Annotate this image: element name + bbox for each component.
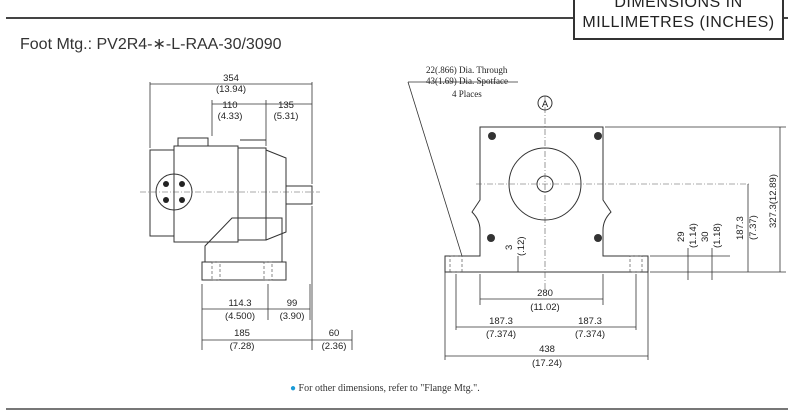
dim-327-value: 327.3(12.89)	[768, 174, 779, 228]
dim-280-inch: (11.02)	[530, 302, 559, 313]
side-port-bolt-2	[179, 181, 185, 187]
dim-99-value: 99	[287, 298, 298, 309]
dim-30-value: 30	[700, 231, 711, 242]
units-line-2: MILLIMETRES (INCHES)	[582, 14, 775, 31]
side-foot-hole-2	[263, 261, 273, 281]
dim-114-inch: (4.500)	[225, 311, 255, 322]
dim-110-inch: (4.33)	[218, 111, 243, 122]
side-pump-body	[173, 145, 239, 243]
dim-438-value: 438	[539, 344, 555, 355]
front-bracket-outline	[444, 126, 649, 273]
drawing-title: Foot Mtg.: PV2R4-∗-L-RAA-30/3090	[20, 36, 282, 53]
front-bolt-br	[594, 234, 602, 242]
units-box: DIMENSIONS IN MILLIMETRES (INCHES)	[573, 0, 784, 40]
front-bolt-bl	[487, 234, 495, 242]
front-foot-hole-left	[449, 255, 463, 273]
dim-29-value: 29	[676, 231, 687, 242]
dim-3-inch: (.12)	[516, 236, 527, 256]
hole-note-leader	[407, 81, 463, 257]
dim-185-inch: (7.28)	[230, 341, 255, 352]
hole-note-line-2: 43(1.69) Dia. Spotface	[426, 76, 508, 86]
hole-note-line-3: 4 Places	[452, 89, 482, 99]
bottom-rule	[6, 408, 788, 410]
units-line-1: DIMENSIONS IN	[614, 0, 743, 11]
footnote: ● For other dimensions, refer to "Flange…	[290, 383, 480, 394]
dim-30-inch: (1.18)	[712, 223, 723, 248]
dim-135-inch: (5.31)	[274, 111, 299, 122]
dim-354-value: 354	[223, 73, 239, 84]
side-bracket-web	[204, 217, 283, 262]
front-bolt-tl	[488, 132, 496, 140]
side-foot	[201, 261, 287, 281]
dim-187-right-value: 187.3	[578, 316, 602, 327]
side-pump-housing	[237, 147, 267, 241]
side-shaft	[285, 185, 313, 205]
front-bolt-tr	[594, 132, 602, 140]
footnote-text: For other dimensions, refer to "Flange M…	[298, 383, 480, 394]
dim-187-right-inch: (7.374)	[575, 329, 605, 340]
dim-135-value: 135	[278, 100, 294, 111]
dim-29-inch: (1.14)	[688, 223, 699, 248]
dim-185-value: 185	[234, 328, 250, 339]
side-view: 354 (13.94) 110 (4.33) 135 (5.31) 114.3 …	[140, 73, 353, 352]
side-flange-plate	[149, 149, 175, 237]
side-top-boss	[177, 137, 209, 147]
dim-187-left-value: 187.3	[489, 316, 513, 327]
dim-99-inch: (3.90)	[280, 311, 305, 322]
dim-114-value: 114.3	[228, 298, 251, 309]
front-foot-hole-right	[629, 255, 643, 273]
front-view: A 22(.866) Dia. Through 43(1.69) Dia. Sp…	[407, 65, 786, 369]
side-port-bolt-4	[179, 197, 185, 203]
side-pump-taper	[265, 149, 287, 241]
datum-circle	[537, 95, 553, 111]
dim-280-value: 280	[537, 288, 553, 299]
dim-3-value: 3	[504, 245, 515, 250]
side-foot-hole-1	[211, 261, 221, 281]
dim-187-vertical-inch: (7.37)	[748, 215, 759, 240]
dim-354-inch: (13.94)	[216, 84, 246, 95]
side-port-bolt-1	[163, 181, 169, 187]
top-rule	[6, 17, 788, 19]
datum-label: A	[542, 99, 549, 110]
side-port-bolt-3	[163, 197, 169, 203]
hole-note-line-1: 22(.866) Dia. Through	[426, 65, 508, 75]
dim-438-inch: (17.24)	[532, 358, 562, 369]
footnote-bullet: ●	[290, 383, 297, 394]
dim-60-value: 60	[329, 328, 340, 339]
dim-60-inch: (2.36)	[322, 341, 347, 352]
dim-110-value: 110	[222, 100, 237, 111]
dim-187-left-inch: (7.374)	[486, 329, 516, 340]
dim-187-vertical-value: 187.3	[735, 216, 746, 240]
